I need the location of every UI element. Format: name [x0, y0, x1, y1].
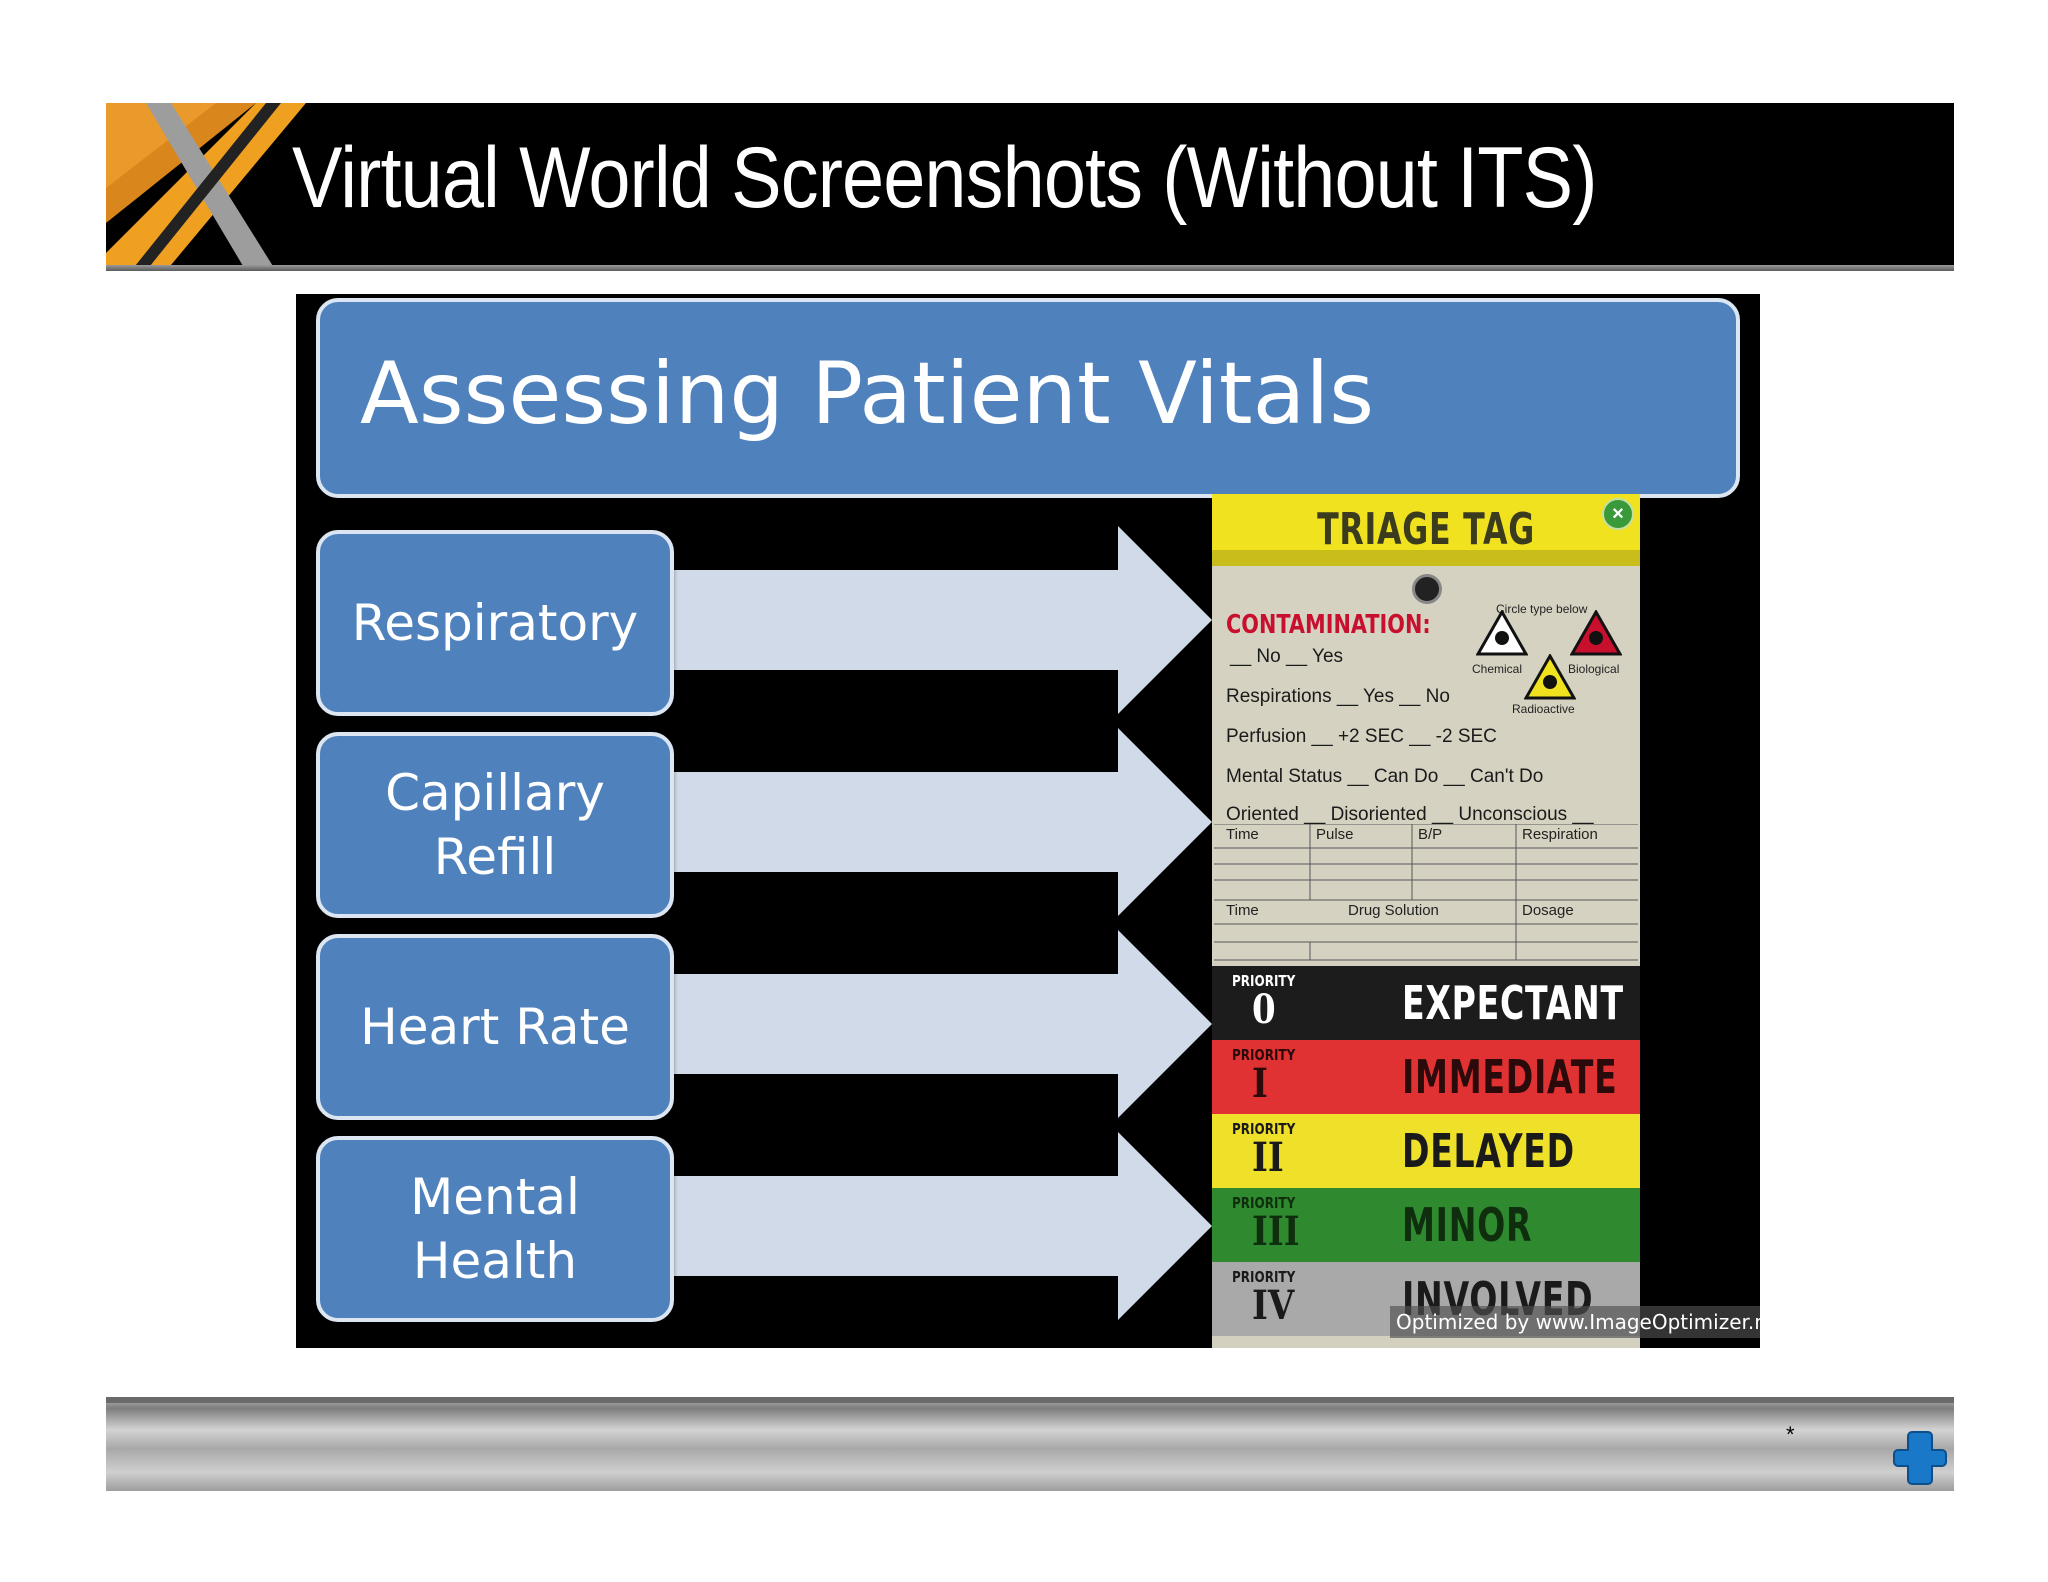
watermark: Optimized by www.ImageOptimizer.net: [1390, 1306, 1760, 1338]
mental-status-line: Mental Status __ Can Do __ Can't Do: [1226, 766, 1544, 787]
grid-head-drug-solution: Drug Solution: [1348, 902, 1439, 919]
arrow-heart-rate: [666, 930, 1212, 1118]
vital-respiratory[interactable]: Respiratory: [316, 530, 674, 716]
priority-name: MINOR: [1402, 1198, 1533, 1252]
radioactive-label: Radioactive: [1512, 702, 1575, 716]
grid-head-dosage: Dosage: [1522, 902, 1574, 919]
orientation-line: Oriented __ Disoriented __ Unconscious _…: [1226, 804, 1594, 825]
circle-type-text: Circle type below: [1496, 602, 1588, 616]
header-band: Virtual World Screenshots (Without ITS): [106, 103, 1954, 271]
priority-name: IMMEDIATE: [1402, 1050, 1618, 1104]
priority-label: PRIORITY: [1232, 1194, 1296, 1212]
perfusion-line: Perfusion __ +2 SEC __ -2 SEC: [1226, 726, 1497, 747]
chemical-label: Chemical: [1472, 662, 1523, 676]
tag-header-shade: [1212, 550, 1640, 566]
priority-number: II: [1252, 1134, 1284, 1181]
radioactive-hazard-icon: [1524, 654, 1576, 700]
grid-head-time: Time: [1226, 826, 1259, 843]
priority-number: IV: [1252, 1282, 1295, 1329]
tag-body: [1212, 566, 1640, 962]
vital-mental-health[interactable]: Mental Health: [316, 1136, 674, 1322]
tag-hole-icon: [1412, 574, 1442, 604]
tag-title: TRIAGE TAG: [1317, 504, 1535, 555]
priority-label: PRIORITY: [1232, 1268, 1296, 1286]
chemical-hazard-icon: [1476, 610, 1528, 656]
priority-label: PRIORITY: [1232, 972, 1296, 990]
grid-head-bp: B/P: [1418, 826, 1443, 843]
priority-number: III: [1252, 1208, 1300, 1255]
vital-capillary-refill[interactable]: Capillary Refill: [316, 732, 674, 918]
arrow-respiratory: [666, 526, 1212, 714]
contamination-no-yes: __ No __ Yes: [1230, 646, 1344, 667]
biological-label: Biological: [1568, 662, 1620, 676]
slide-title: Virtual World Screenshots (Without ITS): [292, 130, 1597, 226]
triage-tag: TRIAGE TAG × CONTAMINATION: Circle type …: [1212, 494, 1640, 1348]
virtual-world-screenshot: Assessing Patient Vitals Respiratory Cap…: [296, 294, 1760, 1348]
priority-number: 0: [1252, 986, 1276, 1033]
grid-head-drug-time: Time: [1226, 902, 1259, 919]
contamination-label: CONTAMINATION:: [1226, 610, 1431, 640]
grid-head-respiration: Respiration: [1522, 826, 1598, 843]
biological-hazard-icon: [1570, 610, 1622, 656]
footer-band: [106, 1397, 1954, 1491]
vital-heart-rate[interactable]: Heart Rate: [316, 934, 674, 1120]
vital-label: Respiratory: [351, 594, 639, 652]
respirations-line: Respirations __ Yes __ No: [1226, 686, 1450, 707]
vital-label: Mental Health: [410, 1168, 580, 1290]
priority-number: I: [1252, 1060, 1268, 1107]
arrows-layer: [666, 526, 1212, 1320]
x-logo-icon: [106, 103, 306, 271]
tag-grid-lines: [1214, 824, 1638, 961]
priority-name: EXPECTANT: [1402, 976, 1624, 1030]
assessing-banner: Assessing Patient Vitals: [316, 298, 1740, 498]
blue-cross-icon: [1893, 1431, 1947, 1485]
banner-title: Assessing Patient Vitals: [360, 344, 1375, 444]
footer-mark: *: [1786, 1422, 1795, 1447]
priority-label: PRIORITY: [1232, 1046, 1296, 1064]
vital-label: Capillary Refill: [385, 764, 605, 886]
arrow-capillary-refill: [666, 728, 1212, 916]
priority-name: DELAYED: [1402, 1124, 1575, 1178]
close-icon[interactable]: ×: [1602, 498, 1634, 530]
arrow-mental-health: [666, 1132, 1212, 1320]
grid-head-pulse: Pulse: [1316, 826, 1354, 843]
vital-label: Heart Rate: [360, 998, 630, 1056]
priority-label: PRIORITY: [1232, 1120, 1296, 1138]
